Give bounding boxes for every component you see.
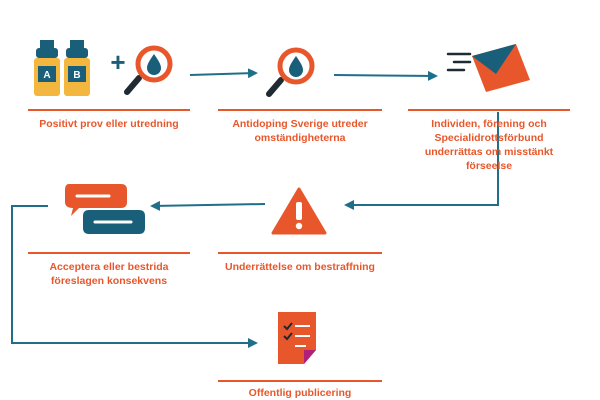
- step2-label: Antidoping Sverige utreder omständighete…: [232, 118, 368, 144]
- envelope-icon: [446, 44, 530, 92]
- step1-label: Positivt prov eller utredning: [39, 118, 179, 130]
- magnifier-drop-icon: [124, 45, 173, 95]
- document-checklist-icon: [278, 312, 316, 364]
- plus-icon: +: [110, 47, 126, 77]
- step4-rule: [218, 252, 382, 254]
- step3-rule: [408, 109, 570, 111]
- step3-label: Individen, förening och Specialidrottsfö…: [424, 118, 554, 172]
- step5-label: Acceptera eller bestrida föreslagen kons…: [49, 261, 169, 287]
- speech-bubbles-icon: [65, 184, 145, 234]
- bottle-letter-b: B: [73, 70, 80, 81]
- bottle-letter-a: A: [43, 70, 50, 81]
- step2-rule: [218, 109, 382, 111]
- arrow-step5-to-step6: [11, 205, 258, 348]
- step6-rule: [218, 380, 382, 382]
- arrow-step4-to-step5: [150, 200, 266, 211]
- step4-label: Underrättelse om bestraffning: [225, 261, 375, 273]
- magnifier-drop-icon: [266, 47, 315, 97]
- step5-rule: [28, 252, 190, 254]
- step6-label: Offentlig publicering: [248, 387, 352, 399]
- arrow-step3-to-step4: [344, 112, 499, 210]
- bottles-a-b-icon: A B: [34, 40, 90, 96]
- arrow-step2-to-step3: [333, 70, 438, 81]
- warning-triangle-icon: [271, 187, 327, 235]
- arrow-step1-to-step2: [189, 68, 258, 79]
- step1-rule: [28, 109, 190, 111]
